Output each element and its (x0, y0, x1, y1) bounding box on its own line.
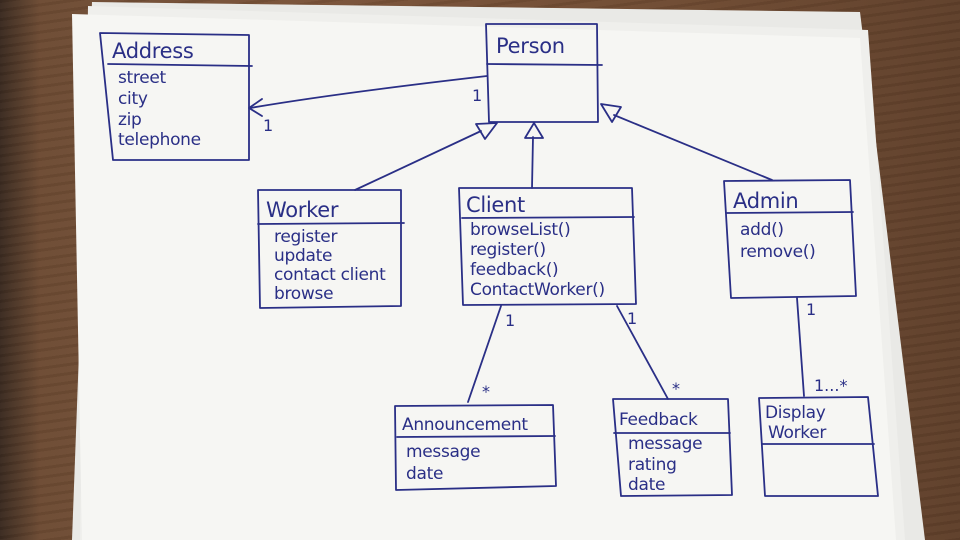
class-admin-attr-1: add() (740, 220, 784, 240)
generalization-admin-person (600, 103, 773, 181)
class-worker-attr-3: contact client (274, 265, 386, 285)
class-client-attr-2: register() (470, 240, 546, 260)
class-announcement-name: Announcement (402, 415, 528, 435)
class-address-attr-3: zip (118, 110, 142, 130)
class-display-worker: Display Worker (758, 396, 879, 497)
class-person-name: Person (496, 34, 565, 58)
class-client-attr-4: ContactWorker() (470, 280, 605, 300)
class-address-name: Address (112, 39, 194, 63)
mult-person-address-address-end: 1 (263, 116, 273, 135)
class-address-attr-2: city (118, 89, 148, 109)
class-announcement-attr-1: message (406, 442, 480, 462)
class-feedback-name: Feedback (619, 410, 698, 430)
class-feedback-attr-1: message (628, 434, 702, 454)
class-worker-name: Worker (266, 198, 339, 222)
class-worker: Worker register update contact client br… (257, 189, 405, 309)
association-client-feedback: 1 * (616, 305, 680, 400)
class-announcement-attr-2: date (406, 464, 443, 484)
class-feedback-attr-3: date (628, 475, 665, 495)
mult-admin-display-admin-end: 1 (806, 300, 816, 319)
association-person-address: 1 1 (248, 75, 488, 135)
class-worker-attr-2: update (274, 246, 332, 266)
class-admin-attr-2: remove() (740, 242, 815, 262)
class-admin-name: Admin (733, 189, 798, 213)
mult-client-feedback-feedback-end: * (672, 379, 680, 398)
mult-person-address-person-end: 1 (472, 86, 482, 105)
class-admin: Admin add() remove() (723, 179, 857, 299)
class-client: Client browseList() register() feedback(… (458, 187, 637, 306)
class-announcement: Announcement message date (394, 404, 557, 491)
class-client-attr-3: feedback() (470, 260, 558, 280)
generalization-worker-person (354, 122, 498, 191)
class-client-name: Client (466, 193, 525, 217)
class-address: Address street city zip telephone (99, 32, 253, 161)
mult-client-feedback-client-end: 1 (627, 309, 637, 328)
class-address-attr-4: telephone (118, 130, 201, 150)
class-worker-attr-1: register (274, 227, 337, 247)
class-feedback: Feedback message rating date (612, 398, 733, 497)
association-client-announcement: 1 * (467, 305, 515, 403)
association-admin-display-worker: 1 1...* (796, 297, 847, 397)
class-display-worker-name-line1: Display (765, 403, 826, 423)
class-client-attr-1: browseList() (470, 220, 570, 240)
mult-client-announcement-client-end: 1 (505, 311, 515, 330)
mult-admin-display-display-end: 1...* (814, 376, 847, 395)
class-person: Person (485, 23, 603, 123)
mult-client-announcement-announcement-end: * (482, 382, 490, 401)
class-feedback-attr-2: rating (628, 455, 677, 475)
class-address-attr-1: street (118, 68, 167, 88)
generalization-client-person (524, 122, 544, 189)
class-display-worker-name-line2: Worker (768, 423, 826, 443)
class-worker-attr-4: browse (274, 284, 333, 304)
